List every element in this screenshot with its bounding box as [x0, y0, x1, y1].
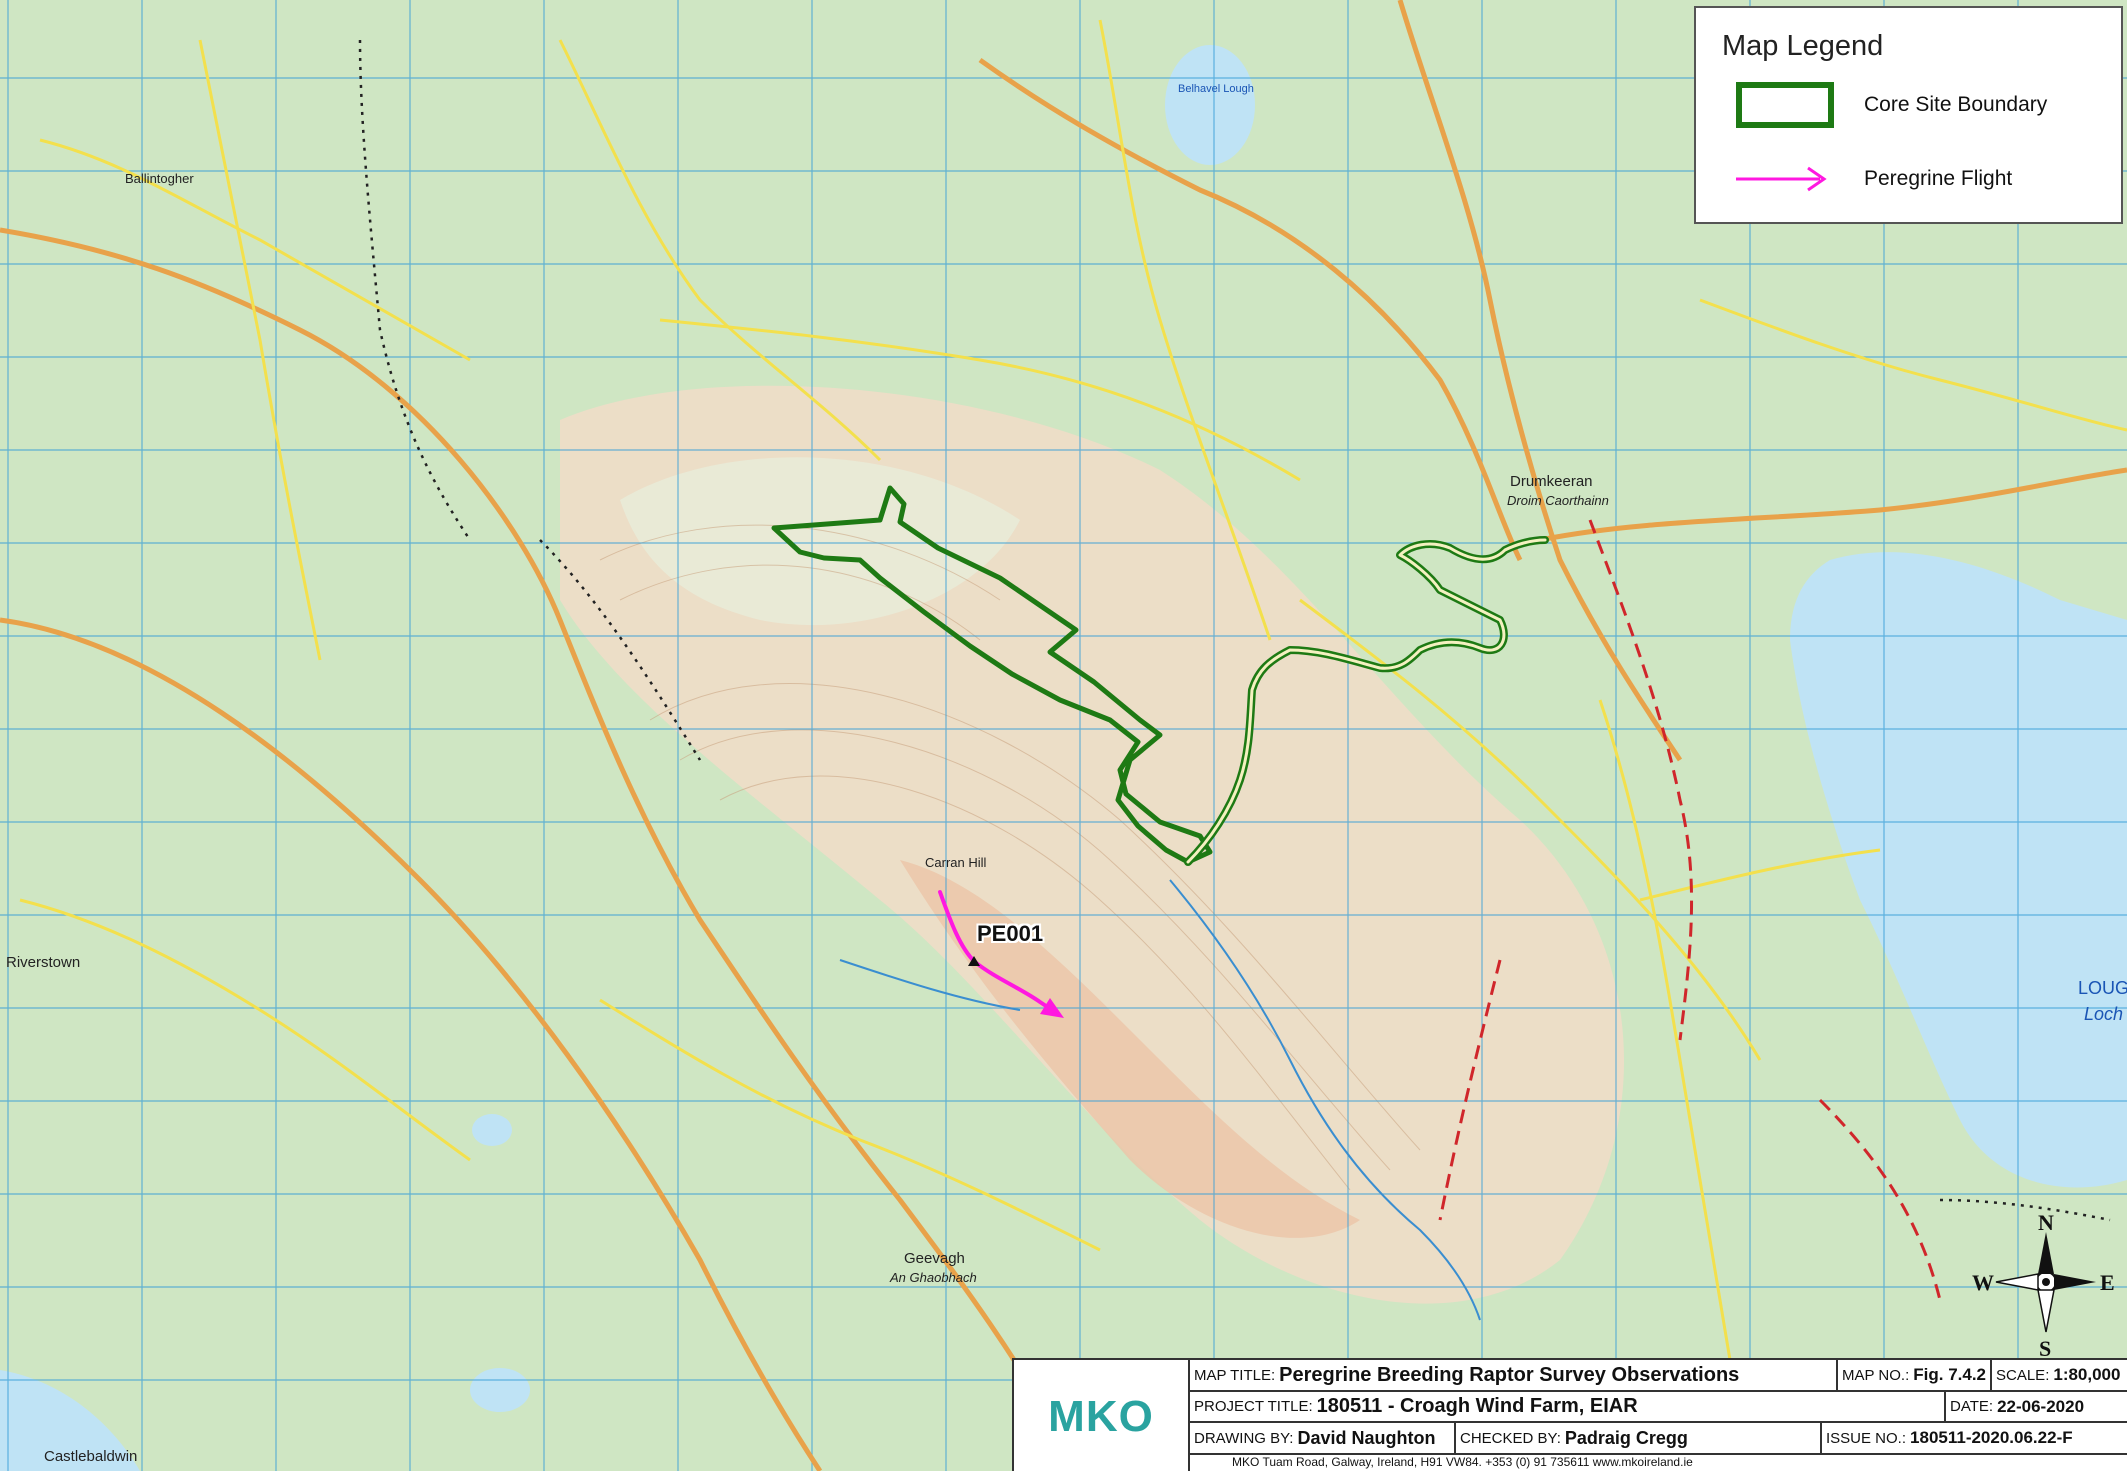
legend-flight-swatch [1736, 166, 1827, 192]
logo-text: MKO [1048, 1391, 1154, 1441]
map-legend: Map Legend Core Site Boundary Peregrine … [1694, 6, 2123, 224]
compass-e: E [2100, 1270, 2115, 1295]
title-block: MKO MAP TITLE: Peregrine Breeding Raptor… [1012, 1358, 2127, 1471]
company-address: MKO Tuam Road, Galway, Ireland, H91 VW84… [1232, 1455, 1693, 1469]
scale-key: SCALE: [1996, 1366, 2050, 1384]
place-riverstown: Riverstown [6, 954, 81, 971]
minor-roads [19, 19, 2127, 1421]
date-key: DATE: [1950, 1398, 1994, 1415]
observation-marker[interactable] [968, 956, 980, 966]
place-geevagh-irish: An Ghaobhach [890, 1270, 977, 1285]
lough-bo [472, 1114, 512, 1146]
map-no: Fig. 7.4.2 [1913, 1365, 1986, 1384]
drawing-by-cell: DRAWING BY: David Naughton [1190, 1423, 1456, 1455]
place-geevagh: Geevagh [904, 1250, 965, 1267]
map-no-key: MAP NO.: [1842, 1366, 1910, 1384]
map-no-cell: MAP NO.: Fig. 7.4.2 [1838, 1360, 1992, 1392]
compass-w: W [1972, 1270, 1994, 1295]
map-title: Peregrine Breeding Raptor Survey Observa… [1279, 1363, 1740, 1386]
rivers [839, 879, 1481, 1321]
hill-area-core [900, 860, 1360, 1238]
lough-southwest [470, 1368, 530, 1412]
map-title-key: MAP TITLE: [1194, 1366, 1276, 1384]
observation-label[interactable]: PE001 [977, 921, 1044, 946]
date-cell: DATE: 22-06-2020 [1946, 1392, 2127, 1423]
north-arrow: N E S W [1972, 1210, 2115, 1361]
contour-lines [599, 524, 1421, 1191]
lough-arrow [0, 1370, 140, 1471]
checked-by-cell: CHECKED BY: Padraig Cregg [1456, 1423, 1822, 1455]
dotted-trails [358, 39, 2111, 1222]
issue-no: 180511-2020.06.22-F [1910, 1428, 2073, 1447]
issue-no-key: ISSUE NO.: [1826, 1429, 1907, 1447]
drawing-by: David Naughton [1297, 1427, 1436, 1448]
hill-area-north [620, 457, 1020, 626]
checked-by-key: CHECKED BY: [1460, 1429, 1561, 1447]
drawing-by-key: DRAWING BY: [1194, 1429, 1294, 1447]
compass-n: N [2038, 1210, 2054, 1235]
legend-boundary-label: Core Site Boundary [1864, 93, 2048, 116]
project-title: 180511 - Croagh Wind Farm, EIAR [1316, 1395, 1638, 1417]
core-site-boundary-east-inner [1186, 538, 1547, 864]
legend-title: Map Legend [1722, 30, 1884, 62]
map-title-cell: MAP TITLE: Peregrine Breeding Raptor Sur… [1190, 1360, 1838, 1392]
compass-s: S [2039, 1336, 2051, 1361]
place-drumkeeran: Drumkeeran [1510, 473, 1593, 490]
scale: 1:80,000 [2053, 1365, 2121, 1384]
issue-no-cell: ISSUE NO.: 180511-2020.06.22-F [1822, 1423, 2127, 1455]
belhavel-lough [1165, 45, 1255, 165]
checked-by: Padraig Cregg [1564, 1427, 1688, 1448]
county-boundary [1438, 519, 1942, 1301]
place-carran-hill: Carran Hill [925, 855, 987, 870]
place-drumkeeran-irish: Droim Caorthainn [1507, 493, 1609, 508]
place-ballintogher: Ballintogher [125, 171, 194, 186]
project-title-cell: PROJECT TITLE: 180511 - Croagh Wind Farm… [1190, 1392, 1946, 1423]
legend-item-boundary: Core Site Boundary [1736, 82, 2047, 128]
company-logo: MKO [1014, 1360, 1190, 1471]
legend-flight-label: Peregrine Flight [1864, 167, 2013, 190]
lough-label: LOUG [2078, 978, 2127, 998]
place-castlebaldwin: Castlebaldwin [44, 1448, 138, 1465]
legend-boundary-swatch [1736, 82, 1834, 128]
project-title-key: PROJECT TITLE: [1194, 1398, 1313, 1415]
place-belhavel-lough: Belhavel Lough [1178, 83, 1254, 95]
lough-label-irish: Loch [2084, 1004, 2124, 1024]
scale-cell: SCALE: 1:80,000 [1992, 1360, 2127, 1392]
date: 22-06-2020 [1997, 1396, 2085, 1416]
legend-item-flight: Peregrine Flight [1736, 164, 2012, 194]
lough-allen [1790, 552, 2127, 1188]
